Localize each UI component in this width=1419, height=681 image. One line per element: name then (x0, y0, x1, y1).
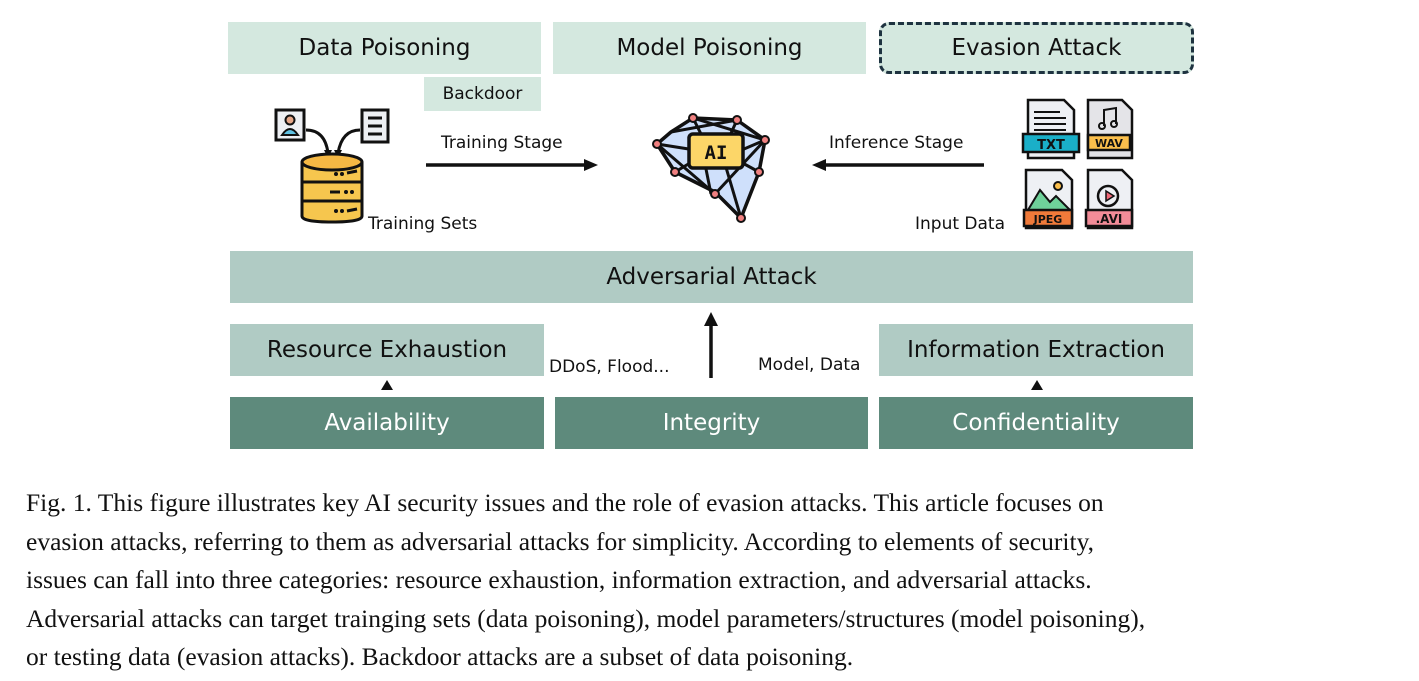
caption-line: evasion attacks, referring to them as ad… (26, 526, 1095, 556)
confidentiality-box: Confidentiality (879, 397, 1193, 449)
svg-text:TXT: TXT (1037, 138, 1065, 153)
ai-brain-icon: AI (652, 113, 770, 223)
integrity-label: Integrity (662, 410, 761, 436)
document-card-icon (360, 108, 390, 144)
database-icon (300, 152, 364, 224)
jpeg-file-icon: JPEG (1022, 168, 1074, 230)
svg-text:.AVI: .AVI (1096, 212, 1123, 226)
caption-line: issues can fall into three categories: r… (26, 565, 1092, 594)
adversarial-attack-box: Adversarial Attack (230, 251, 1193, 303)
data-poisoning-label: Data Poisoning (298, 35, 471, 61)
confidentiality-arrow (1031, 380, 1043, 390)
txt-file-icon: TXT (1021, 98, 1081, 160)
svg-text:WAV: WAV (1095, 137, 1123, 150)
evasion-attack-label: Evasion Attack (951, 35, 1122, 61)
resource-exhaustion-box: Resource Exhaustion (230, 324, 544, 376)
integrity-to-adversarial-arrow (704, 312, 718, 378)
input-data-icons: TXT WAV JPEG .AVI (1021, 98, 1134, 230)
backdoor-label: Backdoor (442, 84, 523, 104)
model-poisoning-label: Model Poisoning (616, 35, 803, 61)
model-data-label: Model, Data (758, 355, 861, 375)
information-extraction-label: Information Extraction (907, 337, 1165, 363)
model-poisoning-box: Model Poisoning (553, 22, 866, 74)
availability-arrow (381, 380, 393, 390)
caption-line: Adversarial attacks can target trainging… (26, 603, 1146, 633)
training-stage-arrow (426, 159, 598, 171)
caption-line: Fig. 1. This figure illustrates key AI s… (26, 488, 1104, 517)
input-data-label: Input Data (915, 214, 1006, 234)
information-extraction-box: Information Extraction (879, 324, 1193, 376)
ai-label: AI (705, 142, 728, 164)
training-sets-icon (274, 108, 390, 224)
ddos-label: DDoS, Flood... (549, 357, 670, 377)
availability-label: Availability (324, 410, 450, 436)
avi-file-icon: .AVI (1084, 168, 1134, 230)
availability-box: Availability (230, 397, 544, 449)
person-card-icon (274, 108, 306, 142)
svg-text:JPEG: JPEG (1033, 213, 1063, 226)
training-stage-label: Training Stage (441, 133, 563, 153)
confidentiality-label: Confidentiality (952, 410, 1120, 436)
resource-exhaustion-label: Resource Exhaustion (266, 337, 508, 363)
adversarial-attack-label: Adversarial Attack (606, 264, 817, 290)
training-sets-label: Training Sets (368, 214, 478, 234)
backdoor-box: Backdoor (424, 77, 541, 111)
wav-file-icon: WAV (1086, 98, 1134, 160)
evasion-attack-box: Evasion Attack (879, 22, 1194, 74)
data-poisoning-box: Data Poisoning (228, 22, 541, 74)
inference-stage-label: Inference Stage (829, 133, 964, 153)
integrity-box: Integrity (555, 397, 868, 449)
figure-caption: Fig. 1. This figure illustrates key AI s… (26, 484, 1396, 677)
inference-stage-arrow (812, 159, 984, 171)
caption-line: or testing data (evasion attacks). Backd… (26, 642, 854, 671)
